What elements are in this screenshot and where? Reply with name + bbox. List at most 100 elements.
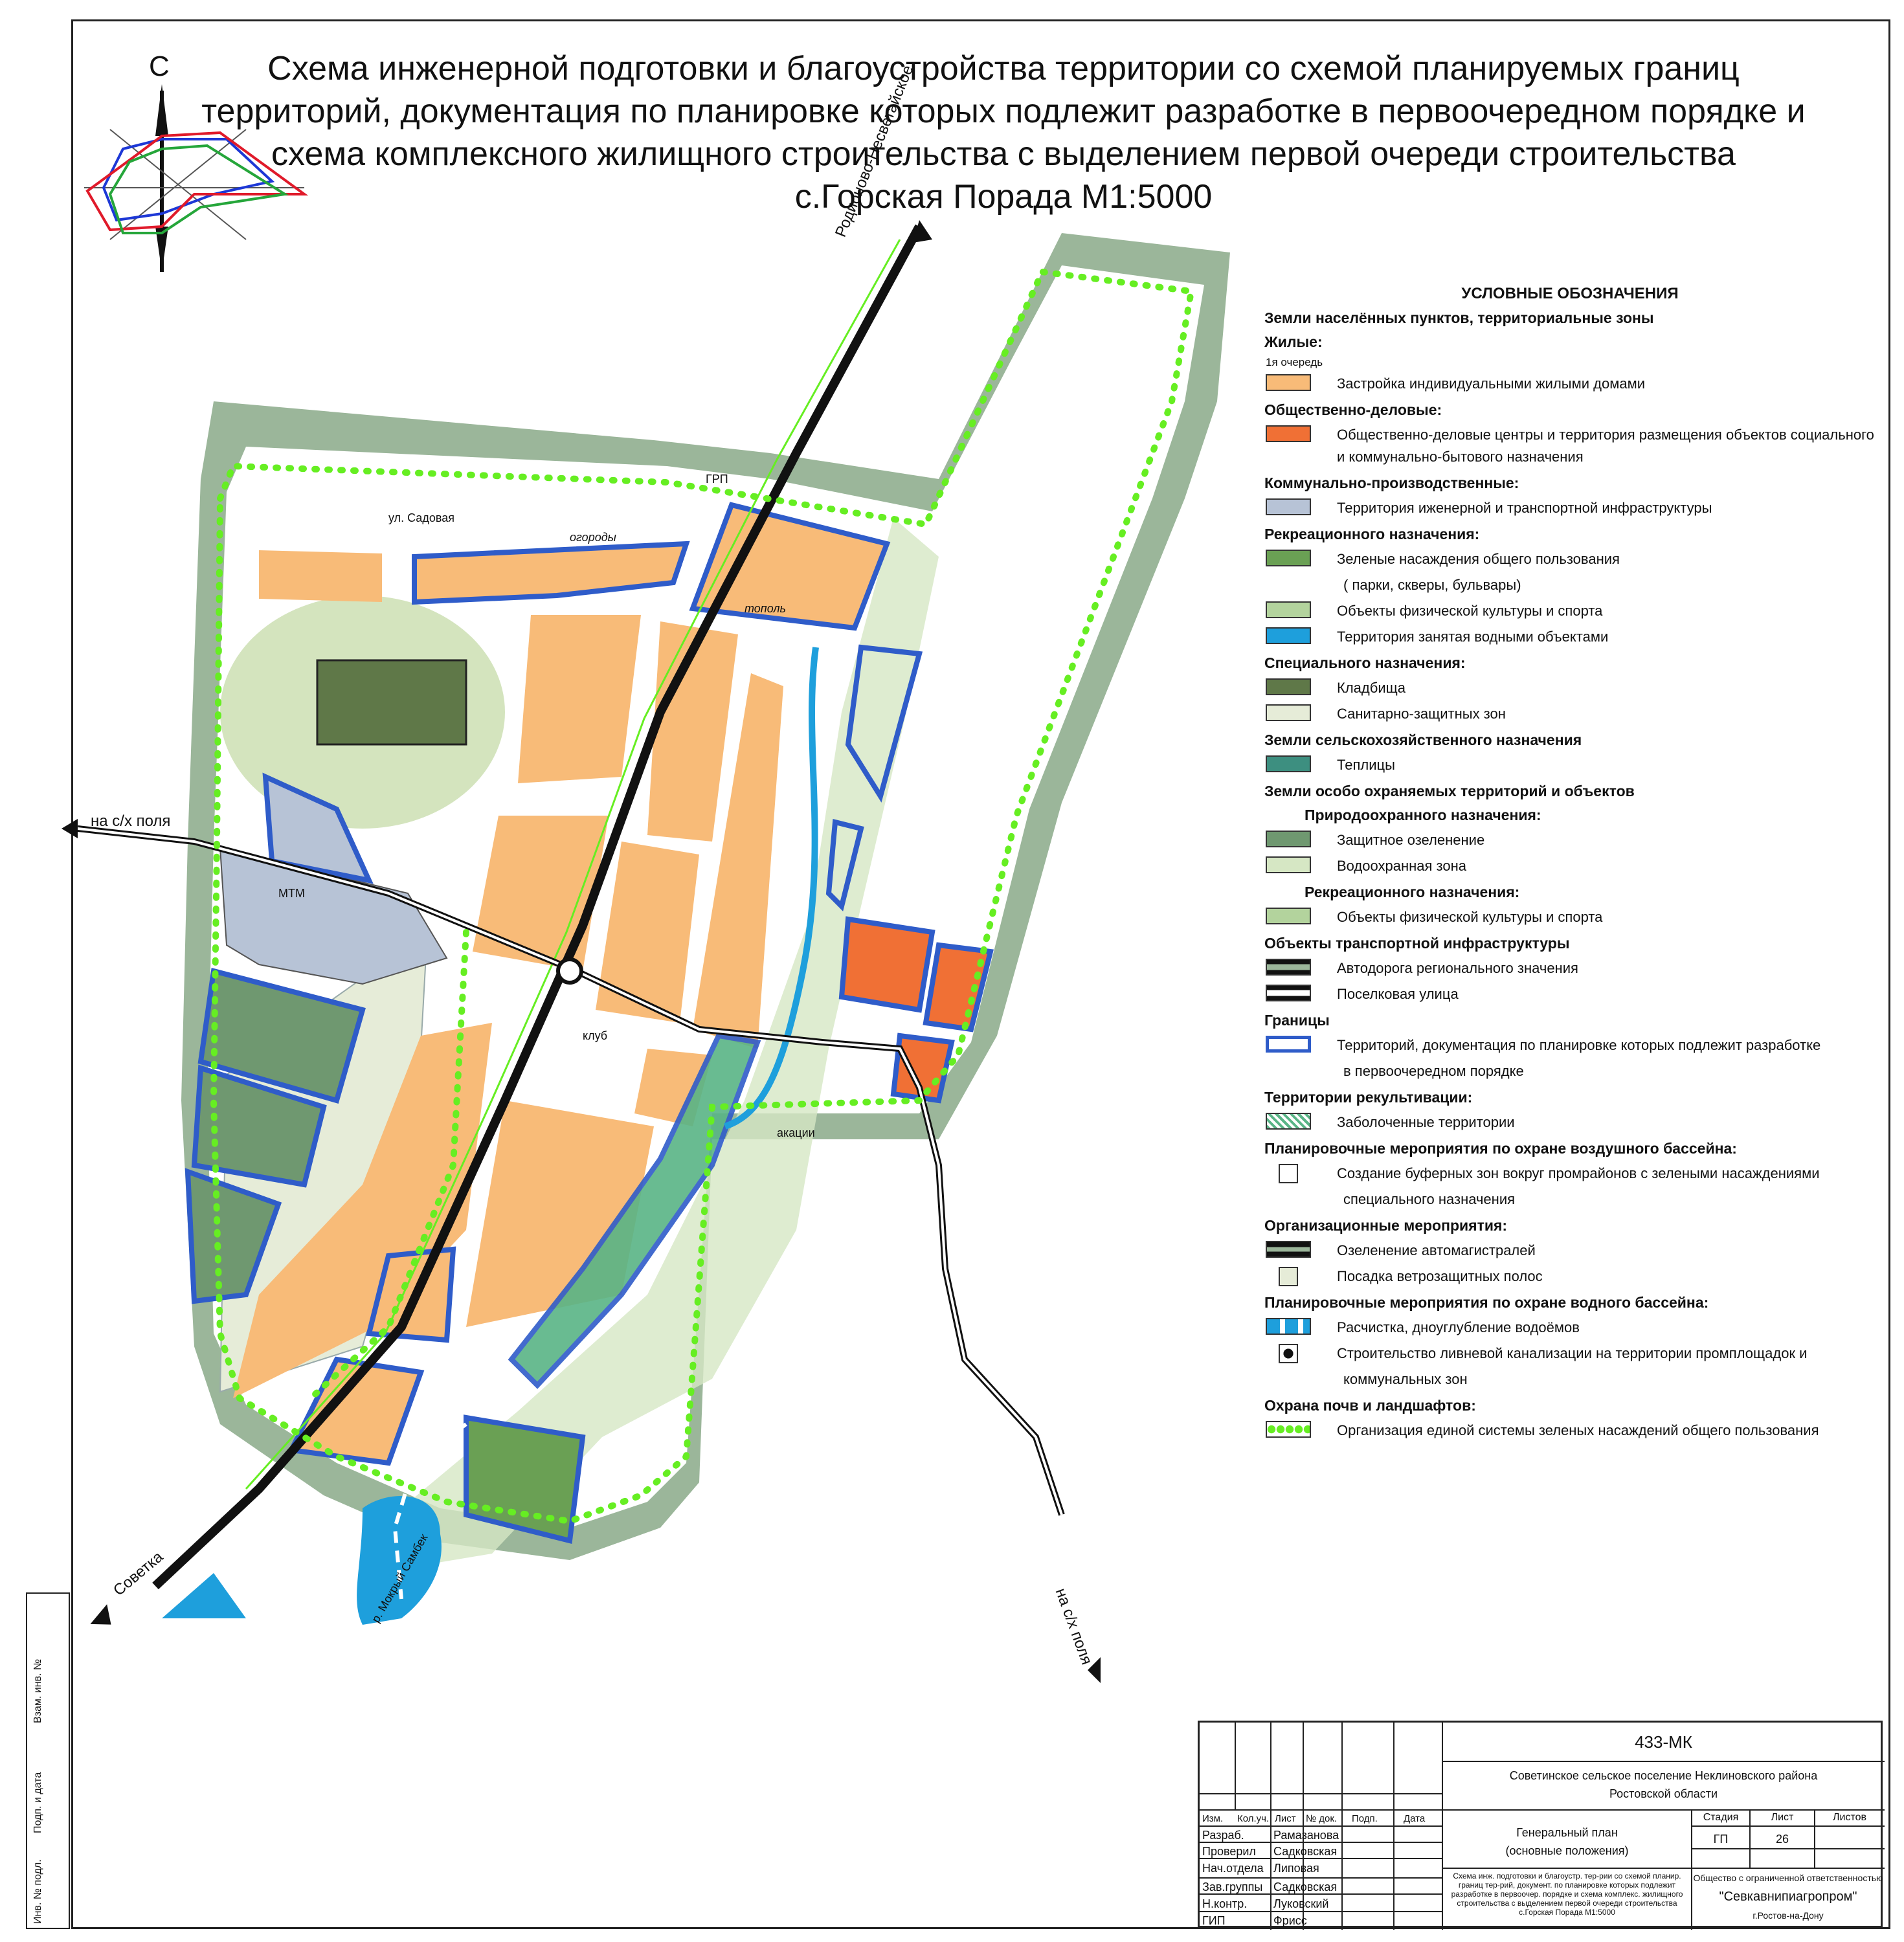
legend-label: коммунальных зон: [1343, 1371, 1468, 1387]
legend-item: Объекты физической культуры и спорта: [1266, 600, 1881, 622]
legend-swatch: [1266, 831, 1311, 847]
legend-section: Организационные мероприятия:: [1264, 1217, 1508, 1234]
project-code: 433-МК: [1635, 1732, 1692, 1752]
legend-label: Посадка ветрозащитных полос: [1337, 1268, 1543, 1284]
legend-section: Земли сельскохозяйственного назначения: [1264, 731, 1582, 748]
legend-label: Зеленые насаждения общего пользования: [1337, 551, 1620, 567]
legend-swatch: [1266, 601, 1311, 618]
person: Луковский: [1273, 1897, 1329, 1910]
role: Нач.отдела: [1202, 1862, 1264, 1875]
company-line-3: г.Ростов-на-Дону: [1753, 1910, 1824, 1921]
legend-swatch: [1266, 1421, 1311, 1438]
legend-heading: УСЛОВНЫЕ ОБОЗНАЧЕНИЯ: [1461, 285, 1679, 302]
residential-block-9: [233, 1023, 492, 1398]
side-stamp: Взам. инв. № Подп. и дата Инв. № подл.: [26, 1592, 70, 1929]
h-list: Лист: [1275, 1813, 1296, 1824]
pond-dredging: [392, 1422, 467, 1600]
legend-label: Теплицы: [1337, 757, 1395, 773]
legend-item: Водоохранная зона: [1266, 855, 1881, 877]
road-label-west: на с/х поля: [91, 812, 171, 830]
roundabout: [556, 957, 583, 985]
green-dot-inner: [308, 929, 469, 1401]
legend-label: ( парки, скверы, бульвары): [1343, 577, 1521, 593]
legend-item-cont: ( парки, скверы, бульвары): [1343, 574, 1881, 596]
infrastructure-zone: [219, 847, 448, 985]
company-line-1: Общество с ограниченной ответственностью: [1693, 1873, 1883, 1883]
greenhouse-3: [185, 1168, 282, 1304]
legend-label: Расчистка, дноуглубление водоёмов: [1337, 1319, 1580, 1335]
legend-item: Посадка ветрозащитных полос: [1266, 1266, 1881, 1288]
legend-swatch: [1266, 959, 1311, 976]
arrow-west-icon: [62, 819, 78, 838]
greenhouse-2: [191, 1064, 327, 1188]
h-izm: Изм.: [1202, 1813, 1224, 1824]
legend-item: Теплицы: [1266, 754, 1881, 776]
legend-item: Кладбища: [1266, 677, 1881, 699]
residential-block-5: [647, 621, 738, 842]
legend-label: Санитарно-защитных зон: [1337, 706, 1506, 722]
map-title: Схема инженерной подготовки и благоустро…: [201, 49, 1806, 216]
h-dok: № док.: [1306, 1813, 1338, 1824]
legend-section: Общественно-деловые:: [1264, 401, 1442, 418]
role: Н.контр.: [1202, 1897, 1248, 1910]
residential-block-6: [693, 673, 783, 1049]
legend-section: Охрана почв и ландшафтов:: [1264, 1397, 1476, 1414]
public-center-2: [923, 942, 994, 1032]
map-label-ogorody: огороды: [570, 531, 616, 544]
legend-swatch: [1266, 1318, 1311, 1335]
river-channel: [724, 647, 819, 1130]
legend-item: Создание буферных зон вокруг промрайонов…: [1266, 1163, 1881, 1185]
street-west-inner: [77, 827, 1063, 1515]
legend-sublabel: 1я очередь: [1266, 356, 1323, 368]
regional-road: [152, 224, 924, 1590]
doc-line-1: Генеральный план: [1516, 1826, 1618, 1839]
h-listov: Листов: [1833, 1812, 1866, 1823]
legend-item-cont: коммунальных зон: [1343, 1368, 1881, 1390]
legend-item: Зеленые насаждения общего пользования: [1266, 548, 1881, 570]
arrow-north-icon: [913, 220, 932, 243]
person: Рамазанова: [1273, 1829, 1339, 1842]
legend-section: Объекты транспортной инфраструктуры: [1264, 935, 1570, 952]
residential-block-7: [473, 816, 609, 971]
legend-item: Объекты физической культуры и спорта: [1266, 906, 1881, 928]
legend-swatch: [1266, 550, 1311, 566]
legend-item: Территория иженерной и транспортной инфр…: [1266, 497, 1881, 519]
legend-label: Территория иженерной и транспортной инфр…: [1337, 500, 1712, 516]
residential-block-3: [689, 502, 891, 631]
legend-label: Водоохранная зона: [1337, 858, 1466, 874]
map-label-grp: ГРП: [706, 473, 728, 486]
legend-item: Территорий, документация по планировке к…: [1266, 1034, 1881, 1056]
legend-item-cont: специального назначения: [1343, 1189, 1881, 1211]
legend-item-cont: в первоочередном порядке: [1343, 1060, 1881, 1082]
role: Разраб.: [1202, 1829, 1244, 1842]
legend-label: в первоочередном порядке: [1343, 1063, 1524, 1079]
legend-label: Объекты физической культуры и спорта: [1337, 603, 1603, 619]
legend-label: Строительство ливневой канализации на те…: [1337, 1345, 1808, 1361]
side-label: Инв. № подл.: [32, 1859, 43, 1924]
map-legend: УСЛОВНЫЕ ОБОЗНАЧЕНИЯ Земли населённых пу…: [1259, 285, 1881, 1445]
map-label-klub: клуб: [583, 1029, 608, 1042]
map-label-topol: тополь: [745, 602, 786, 615]
windbreak-icon: [1279, 1267, 1298, 1286]
legend-section: Специального назначения:: [1264, 654, 1466, 671]
legend-label: Защитное озеленение: [1337, 832, 1485, 848]
sheet-description: Схема инж. подготовки и благоустр. тер-р…: [1451, 1871, 1683, 1917]
street-label: ул. Садовая: [388, 511, 454, 524]
role: Проверил: [1202, 1845, 1256, 1858]
residential-block-8: [596, 842, 699, 1023]
legend-label: специального назначения: [1343, 1191, 1516, 1207]
legend-item: Поселковая улица: [1266, 983, 1881, 1005]
legend-item: Застройка индивидуальными жилыми домами: [1266, 373, 1881, 395]
north-label: С: [149, 50, 170, 82]
legend-item: Территория занятая водными объектами: [1266, 626, 1881, 648]
stadiya: ГП: [1713, 1833, 1729, 1846]
person: Липовая: [1273, 1862, 1319, 1875]
legend-swatch: [1266, 856, 1311, 873]
map-label-akacii: акации: [777, 1126, 815, 1139]
legend-swatch: [1266, 627, 1311, 644]
legend-label: Автодорога регионального значения: [1337, 960, 1578, 976]
greenhouse-1: [197, 967, 366, 1104]
leaf-icon: [1279, 1164, 1298, 1183]
legend-label: Кладбища: [1337, 680, 1406, 696]
h-list2: Лист: [1771, 1812, 1794, 1823]
